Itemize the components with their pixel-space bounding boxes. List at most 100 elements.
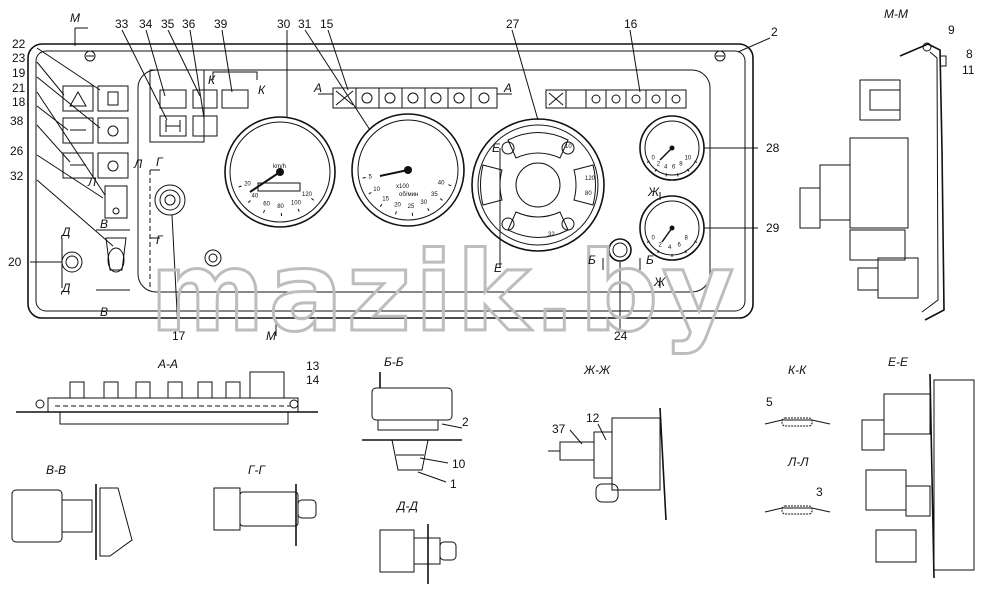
speedometer-ticks-label: 20: [244, 182, 251, 188]
callout-22: 22: [12, 37, 26, 51]
callout-9: 9: [948, 23, 955, 37]
tachometer-ticks-label: 20: [394, 203, 401, 209]
callout-39: 39: [214, 17, 228, 31]
dial-tick: [684, 250, 687, 254]
callout-28: 28: [766, 141, 780, 155]
tachometer-unit-rpm: об/мин: [399, 192, 418, 198]
tachometer-ticks-label: 30: [420, 200, 427, 206]
cut-letter-e-5: Е: [494, 261, 503, 275]
lamp-24: [608, 238, 632, 262]
cut-letter-v-12: В: [100, 217, 108, 231]
section-gg-view: [213, 484, 317, 546]
dial-tick: [395, 211, 397, 215]
gauge_28-ticks-label: 4: [664, 165, 668, 171]
dial-tick: [362, 177, 366, 179]
cut-letter-g-9: Г: [156, 233, 164, 247]
dial-tick: [297, 208, 300, 212]
gauge_28-ticks-label: 6: [672, 165, 676, 171]
indicator-strip-15: [332, 87, 498, 109]
cut-letter-d-15: Д: [60, 281, 71, 295]
section-title-ll: Л-Л: [787, 455, 809, 469]
callout-24: 24: [614, 329, 628, 343]
speedometer-ticks-label: 60: [263, 202, 270, 208]
callout-20: 20: [8, 255, 22, 269]
gauge_28-ticks-label: 10: [685, 156, 692, 162]
section-cut-lines: [61, 27, 661, 336]
callout-26: 26: [10, 144, 24, 158]
section-ll-view: [764, 505, 831, 515]
gauge_29-ticks-label: 4: [668, 245, 672, 251]
dial-tick: [379, 204, 383, 207]
speedometer-unit: km/h: [273, 164, 286, 170]
cut-letter-a-2: А: [313, 81, 322, 95]
callout-23: 23: [12, 51, 26, 65]
dial-tick: [654, 168, 658, 172]
dial-tick: [665, 173, 668, 177]
callout-17: 17: [172, 329, 186, 343]
callout-2-bb: 2: [462, 415, 469, 429]
gauge_29-ticks-label: 8: [685, 236, 689, 242]
callout-10: 10: [452, 457, 466, 471]
callout-2: 2: [771, 25, 778, 39]
callout-32: 32: [10, 169, 24, 183]
tachometer-ticks-label: 5: [369, 174, 373, 180]
dial-tick: [368, 191, 372, 195]
dial-tick: [646, 160, 650, 163]
cut-letter-b-16: Б: [588, 253, 596, 267]
callout-15: 15: [320, 17, 334, 31]
callout-29: 29: [766, 221, 780, 235]
callout-1: 1: [450, 477, 457, 491]
dial-tick: [439, 198, 443, 201]
dial-tick: [448, 184, 452, 187]
cut-letter-zh-19: Ж: [653, 275, 666, 289]
callout-3: 3: [816, 485, 823, 499]
tachometer-ticks-label: 35: [431, 192, 438, 198]
section-title-dd: Д-Д: [395, 499, 418, 513]
callout-11: 11: [962, 63, 975, 77]
leader-lines: [30, 29, 771, 332]
callout-5: 5: [766, 395, 773, 409]
callout-33: 33: [115, 17, 129, 31]
dial-tick: [676, 173, 679, 177]
section-title-mm: М-М: [884, 7, 908, 21]
cut-letter-a-3: А: [503, 81, 512, 95]
cut-letter-l-11: Л: [87, 175, 97, 189]
watermark: mazik.by: [150, 228, 738, 356]
speedometer-ticks-label: 100: [291, 201, 302, 207]
gauge_29-ticks-label: 6: [678, 243, 682, 249]
callout-34: 34: [139, 17, 153, 31]
gauge_28-ticks-label: 8: [679, 161, 683, 167]
section-mm-view: [799, 42, 947, 321]
main-panel: [27, 43, 754, 319]
tachometer-ticks-label: 10: [373, 187, 380, 193]
section-vv-view: [11, 484, 133, 560]
gauge_29-ticks-label: 2: [659, 243, 663, 249]
callout-37: 37: [552, 422, 566, 436]
section-bb-view: [362, 372, 463, 483]
cut-letter-k-6: К: [208, 73, 216, 87]
combo-tick-side-1: 120: [585, 176, 596, 182]
callout-27: 27: [506, 17, 520, 31]
combo-tick-bottom: 32: [548, 232, 555, 238]
callout-31: 31: [298, 17, 312, 31]
dial-tick: [646, 240, 650, 243]
callout-35: 35: [161, 17, 175, 31]
section-title-vv: В-В: [46, 463, 66, 477]
cut-letter-e-4: Е: [492, 141, 501, 155]
gauge_28-ticks-label: 2: [657, 161, 661, 167]
callout-38: 38: [10, 114, 24, 128]
dial-tick: [311, 198, 315, 201]
cut-letter-d-14: Д: [60, 225, 71, 239]
section-aa-view: [16, 371, 318, 425]
speedometer-ticks-label: 40: [252, 194, 259, 200]
callout-21: 21: [12, 81, 26, 95]
indicator-boxes-33-36: [149, 69, 249, 143]
cut-letter-l-10: Л: [133, 157, 143, 171]
section-ee-view: [861, 373, 975, 579]
cut-letter-m-0: М: [70, 11, 80, 25]
tachometer-unit: x100: [396, 184, 410, 190]
cut-letter-k-7: К: [258, 83, 266, 97]
callout-8: 8: [966, 47, 973, 61]
